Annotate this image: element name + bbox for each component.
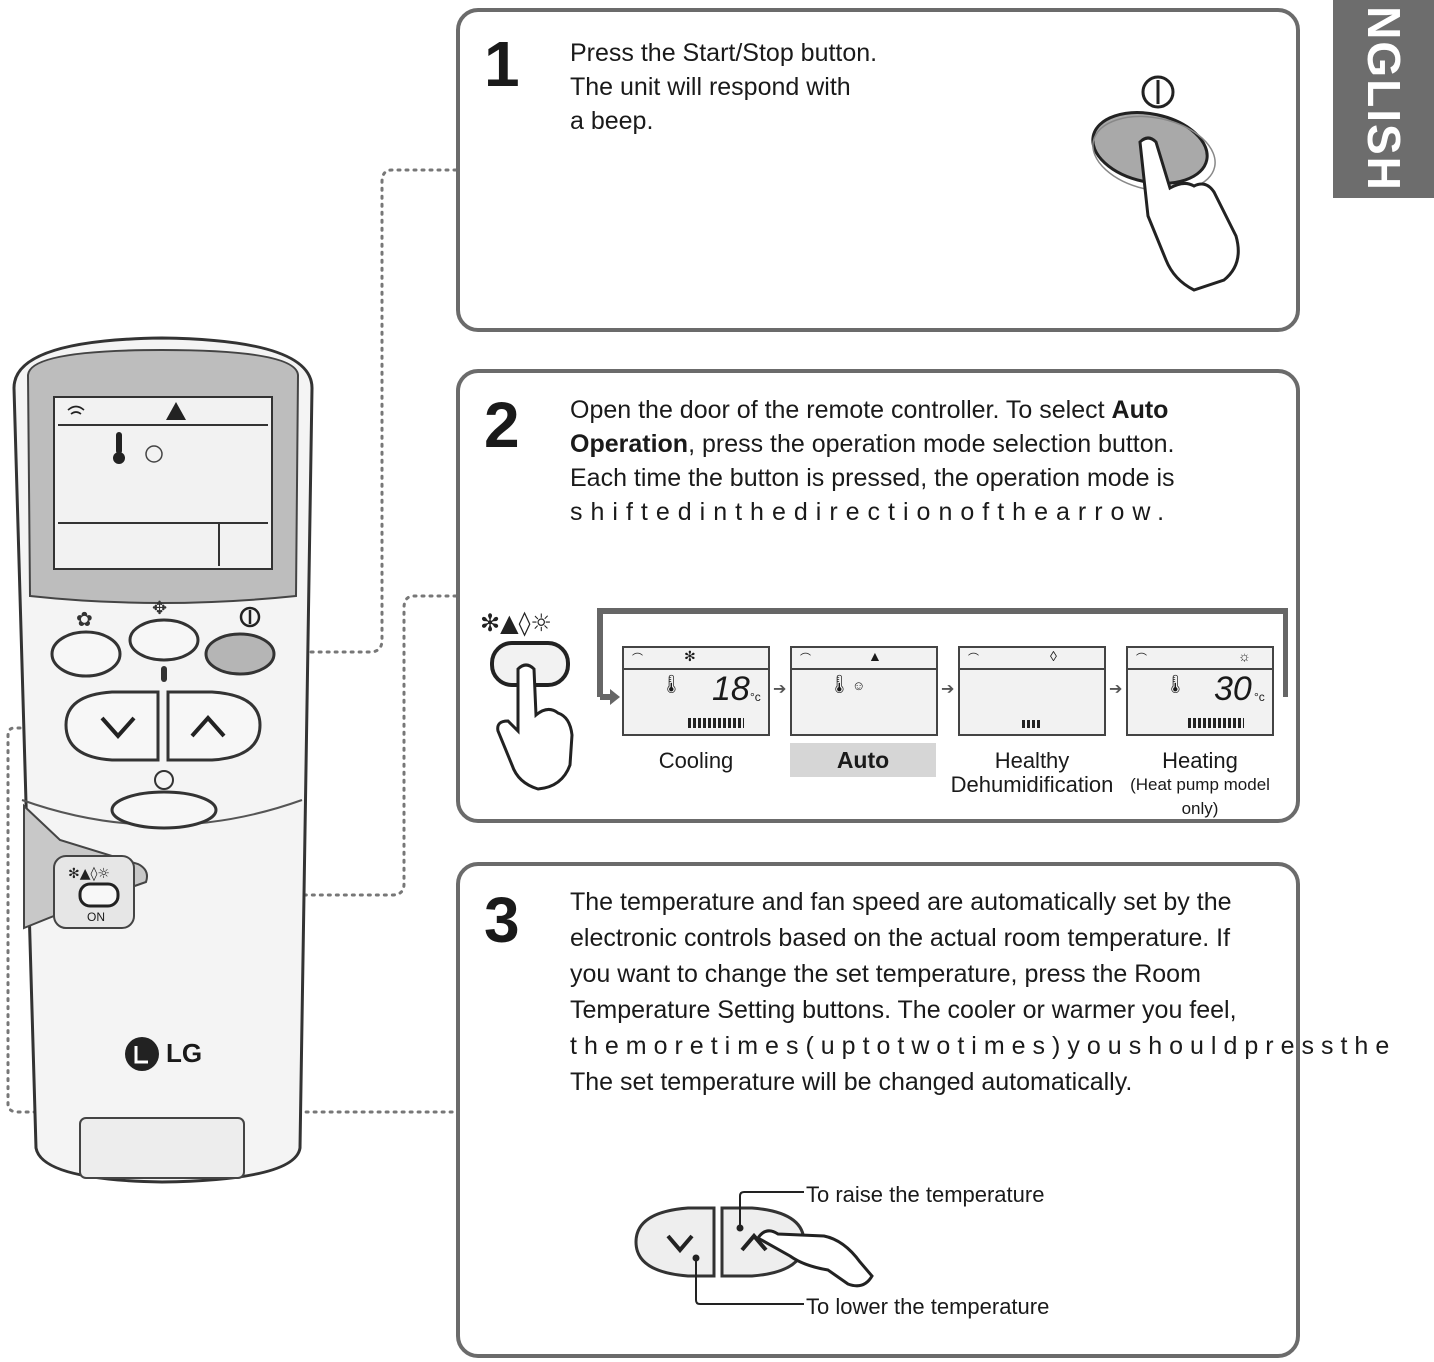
- svg-text:✿: ✿: [76, 607, 93, 631]
- step-3-line: The temperature and fan speed are automa…: [570, 888, 1232, 916]
- auto-mode-icon: [166, 402, 186, 420]
- lcd-dehumidification: ⌒ ◊: [958, 646, 1106, 736]
- mode-label-line: Healthy: [994, 748, 1070, 773]
- thermometer-icon: 🌡: [828, 674, 851, 694]
- step-1-line: Press the Start/Stop button.: [570, 39, 878, 67]
- step-3-line: electronic controls based on the actual …: [570, 924, 1231, 952]
- lcd-cooling-unit: °c: [750, 690, 761, 704]
- smile-icon: [145, 445, 163, 463]
- snowflake-icon: ✻: [684, 648, 696, 664]
- temperature-buttons-illustration: [634, 1191, 874, 1305]
- mode-icons: ✻▲◊☼: [480, 609, 552, 637]
- hand-icon: [755, 1229, 874, 1288]
- remote-lcd: [53, 396, 273, 570]
- lg-logo-icon: [125, 1037, 159, 1071]
- step-3-line: Temperature Setting buttons. The cooler …: [570, 996, 1237, 1024]
- temp-down-button: [64, 690, 160, 762]
- mode-label-auto: Auto: [790, 743, 936, 777]
- remote-illustration: ✿ ✥ ✻▲◊☼: [6, 168, 458, 1184]
- step-1-number: 1: [484, 28, 520, 100]
- fan-level-bars: [1188, 718, 1244, 728]
- step-2-line2-text: , press the operation mode selection but…: [688, 430, 1175, 458]
- droplet-icon: ◊: [1050, 648, 1057, 664]
- fan-speed-button: [110, 790, 218, 830]
- step-2-line: Open the door of the remote controller. …: [570, 393, 1175, 427]
- step-2-line: Operation, press the operation mode sele…: [570, 427, 1175, 461]
- fan-speed-icon: [154, 770, 174, 790]
- step-3-text: The temperature and fan speed are automa…: [570, 884, 1396, 1100]
- signal-icon: [67, 405, 85, 415]
- arrow-right-icon: ➔: [773, 681, 787, 698]
- signal-icon: ⌒: [632, 653, 643, 665]
- step-2-line: Each time the button is pressed, the ope…: [570, 464, 1175, 492]
- mode-cycle-arrows: [597, 608, 1288, 705]
- signal-icon: ⌒: [800, 653, 811, 665]
- arrow-right-icon: ➔: [1109, 681, 1123, 698]
- mode-label-line: Dehumidification: [950, 772, 1114, 797]
- power-icon: [239, 606, 261, 628]
- step-2-panel: 2 Open the door of the remote controller…: [456, 369, 1300, 823]
- step-2-line1-text: Open the door of the remote controller. …: [570, 396, 1112, 424]
- chevron-up-icon: [740, 1232, 768, 1252]
- smile-icon: ☺: [852, 678, 866, 693]
- mode-button: [78, 882, 120, 908]
- step-3-number: 3: [484, 884, 520, 956]
- step-1-line: The unit will respond with: [570, 73, 851, 101]
- svg-text:✻▲◊☼: ✻▲◊☼: [68, 866, 110, 882]
- step-3-panel: 3 The temperature and fan speed are auto…: [456, 862, 1389, 1358]
- step-2-text: Open the door of the remote controller. …: [570, 393, 1175, 529]
- lcd-cooling-temp: 18: [712, 670, 750, 708]
- language-tab: NGLISH: [1333, 0, 1434, 198]
- fan-button: [50, 630, 122, 678]
- start-stop-button: [204, 632, 276, 676]
- hand-icon: [496, 663, 574, 791]
- step-1-panel: 1 Press the Start/Stop button. The unit …: [456, 8, 1300, 332]
- auto-mode-icon: ▲: [868, 648, 882, 664]
- chevron-down-icon: [100, 716, 136, 740]
- chevron-down-icon: [666, 1234, 694, 1254]
- hand-icon: [1138, 136, 1240, 292]
- lcd-auto: ⌒ ▲ 🌡 ☺: [790, 646, 938, 736]
- step-2-bold-auto: Auto: [1111, 396, 1169, 424]
- press-start-stop-illustration: [1091, 75, 1240, 292]
- lcd-heating-unit: °c: [1254, 690, 1265, 704]
- power-icon: [1141, 75, 1175, 109]
- mode-button-illustration: ✻▲◊☼: [480, 609, 574, 791]
- arrow-right-icon: ➔: [941, 681, 955, 698]
- lcd-heating-temp: 30: [1214, 670, 1252, 708]
- remote-on-label: ON: [87, 910, 105, 924]
- step-3-line: themoretimes(uptotwotimes)youshouldpress…: [570, 1032, 1397, 1060]
- step-2-bold-operation: Operation: [570, 430, 689, 458]
- callout-raise: To raise the temperature: [806, 1182, 1045, 1207]
- dotted-leaders: [6, 168, 458, 1114]
- fan-level-bars: [688, 718, 744, 728]
- lcd-cooling: ⌒ ✻ 🌡 18 °c: [622, 646, 770, 736]
- chevron-up-icon: [190, 714, 226, 738]
- thermometer-icon: [116, 432, 122, 454]
- mode-label-dehumidification: Healthy Dehumidification: [948, 749, 1116, 797]
- step-3-line: you want to change the set temperature, …: [570, 960, 1201, 988]
- callout-lower: To lower the temperature: [806, 1294, 1050, 1319]
- svg-text:✥: ✥: [152, 598, 167, 619]
- language-tab-label: NGLISH: [1357, 6, 1410, 192]
- fan-level-bars: [1022, 720, 1040, 728]
- mode-label-cooling: Cooling: [658, 748, 734, 773]
- step-1-text: Press the Start/Stop button. The unit wi…: [570, 36, 877, 138]
- lcd-heating: ⌒ ☼ 🌡 30 °c: [1126, 646, 1274, 736]
- step-2-line: shiftedinthedirectionofthearrow.: [570, 498, 1173, 526]
- thermometer-icon: 🌡: [1164, 674, 1187, 694]
- step-1-line: a beep.: [570, 107, 654, 135]
- mode-label-note: (Heat pump model only): [1130, 775, 1270, 818]
- thermometer-icon: 🌡: [660, 674, 683, 694]
- signal-icon: ⌒: [1136, 653, 1147, 665]
- mode-label-line: Heating: [1162, 748, 1238, 773]
- step-3-line: The set temperature will be changed auto…: [570, 1068, 1133, 1096]
- remote-brand: LG: [166, 1038, 203, 1068]
- swing-button: [128, 618, 200, 662]
- step-2-number: 2: [484, 389, 520, 461]
- sun-icon: ☼: [1238, 648, 1251, 664]
- signal-icon: ⌒: [968, 653, 979, 665]
- battery-cover: [79, 1117, 245, 1179]
- mode-label-heating: Heating (Heat pump model only): [1110, 749, 1290, 821]
